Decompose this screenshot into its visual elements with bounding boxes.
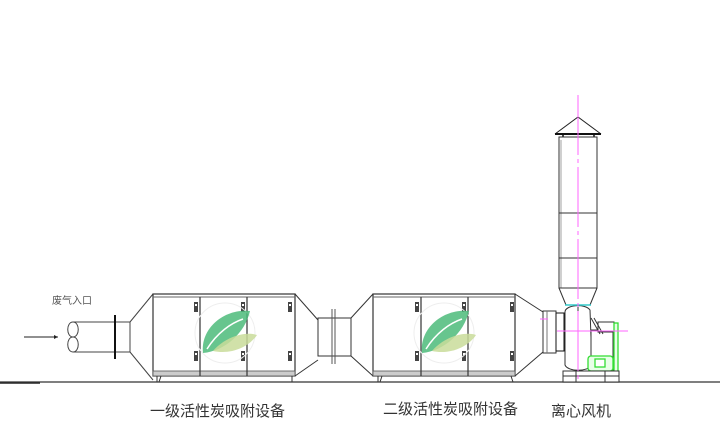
connector-duct [317, 293, 374, 377]
stage2-label: 二级活性炭吸附设备 [383, 400, 519, 418]
inlet-arrow-icon [24, 335, 58, 339]
stage1-label: 一级活性炭吸附设备 [150, 402, 286, 420]
center-lines [540, 95, 628, 380]
stage1-adsorber [152, 293, 319, 383]
centrifugal-fan [542, 305, 620, 383]
inlet-label: 废气入口 [52, 296, 92, 307]
fan-label: 离心风机 [551, 402, 612, 420]
inlet-pipe [67, 293, 154, 381]
stage2-adsorber [372, 293, 544, 383]
